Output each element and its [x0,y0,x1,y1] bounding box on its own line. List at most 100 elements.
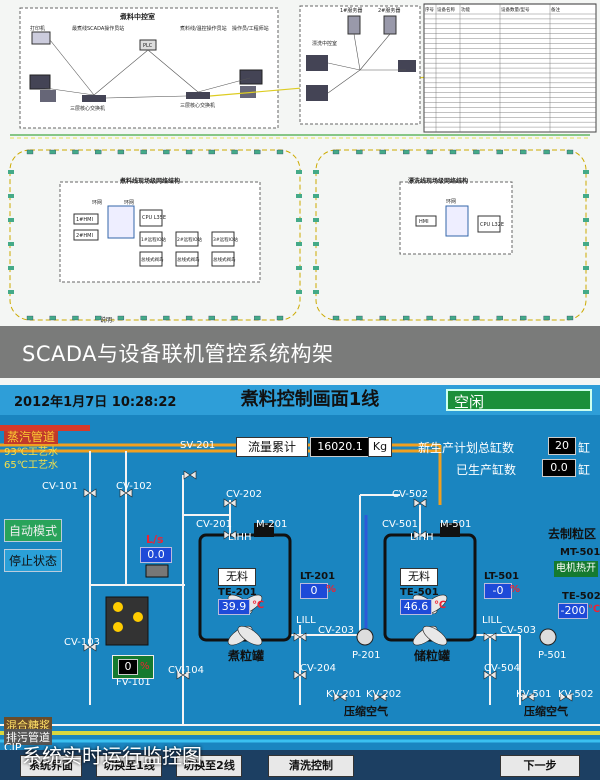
field-device-icon [8,218,14,222]
system-interface-button[interactable]: 系统界面 [20,755,82,777]
valve-cv504-label: CV-504 [484,663,520,674]
field-device-icon [185,315,193,321]
table-header: 功能 [461,6,470,13]
lill-201-label: LILL [296,615,316,626]
field-device-icon [583,170,589,174]
auto-mode-button[interactable]: 自动模式 [4,519,63,542]
valve-sv201-label: SV-201 [180,440,216,451]
op-station-label: 煮料线/温控操作员站 [180,25,227,32]
io2-box [175,231,199,247]
flow-total-label: 流量累计 [236,437,308,457]
field-device-icon [208,149,215,155]
field-device-icon [26,315,34,321]
field-device-icon [231,149,238,155]
ratio-unit: % [140,661,150,672]
ring-switch-icon [445,205,469,237]
compressed-air-2: 压缩空气 [524,705,568,718]
right-field-title: 漂洗线现场级网络结构 [408,177,468,185]
field-device-icon [185,149,193,155]
io3-box [211,231,235,247]
compressed-air-1: 压缩空气 [344,705,388,718]
valve-cv203-label: CV-203 [318,625,354,636]
te201-unit: ℃ [252,600,265,611]
valve-kv502-label: KV-502 [558,689,594,700]
cpu-right-label: CPU L32E [480,222,504,228]
valve-icon [183,470,197,480]
server-icon [347,15,361,35]
next-step-button[interactable]: 下一步 [500,755,580,777]
tank201-name: 煮粒罐 [228,649,265,663]
valve-kv202-label: KV-202 [366,689,402,700]
valve-cv101-label: CV-101 [42,481,78,492]
hmi2-box [73,229,99,241]
hmi2-label: 2#HMI [76,233,93,239]
te501-value: 46.6 [400,599,432,615]
new-plan-value: 20 [548,437,576,455]
valve-icon [293,670,307,680]
monitor-icon [239,69,263,85]
field-device-icon [8,194,14,198]
field-device-icon [95,149,102,155]
valve-cv502-label: CV-502 [392,489,428,500]
server2-label: 2#服务器 [378,7,400,14]
valve-icon [373,692,387,702]
pump-p201-label: P-201 [352,650,381,661]
field-device-icon [8,170,14,174]
field-device-icon [583,266,589,270]
field-device-icon [473,149,480,155]
valve-icon [413,530,427,540]
te502-value: -200 [558,603,588,619]
motor-m501-label: M-501 [440,519,472,530]
hmi-box [415,215,437,227]
field-device-icon [8,290,14,294]
field-device-icon [426,149,433,155]
pump-201-icon [356,628,374,646]
printer-label: 打印机 [30,25,45,32]
date-time: 2012年1月7日 10:28:22 [14,395,177,410]
note-label: 说明: [100,316,114,324]
ring-label: 环网 [124,200,134,206]
io3-label: 3#远程IO站 [213,236,239,243]
valve-cv103-label: CV-103 [64,637,100,648]
lt501-label: LT-501 [484,571,520,582]
stop-state-button[interactable]: 停止状态 [4,549,63,572]
field-device-icon [117,315,125,321]
field-device-icon [313,242,319,246]
field-device-icon [72,315,79,321]
water-93-label: 93℃工艺水 [4,447,58,458]
table-header: 序号 [425,6,434,13]
switch-line2-button[interactable]: 切换至2线 [176,755,242,777]
lt501-value: -0 [484,583,512,599]
valve-icon [176,670,190,680]
switch-line1-button[interactable]: 切换至1线 [96,755,162,777]
field-device-icon [473,315,480,321]
motor-501-icon [440,523,460,537]
valve-island-label: 总线式阀岛 [177,256,200,263]
pump-501-icon [539,628,557,646]
metering-unit [105,596,149,646]
cpu-right-box [477,215,501,233]
printer-icon [31,31,51,45]
field-device-icon [8,266,14,270]
field-device-icon [449,315,457,321]
field-device-icon [208,315,215,321]
meter-2-icon [113,622,123,632]
valve-island-box [211,251,235,267]
valve-icon [119,488,133,498]
field-device-icon [296,290,302,294]
field-device-icon [543,149,550,155]
field-device-icon [313,266,319,270]
server-icon [383,15,397,35]
valve-kv501-label: KV-501 [516,689,552,700]
field-device-icon [403,315,410,321]
field-device-icon [566,315,574,321]
core-switch-left-label: 三层核心交换机 [70,105,105,112]
architecture-caption-text: SCADA与设备联机管控系统构架 [22,342,334,366]
field-device-icon [26,149,34,155]
valve-cv201-label: CV-201 [196,519,232,530]
valve-icon [83,488,97,498]
field-device-icon [8,242,14,246]
field-device-icon [566,149,574,155]
hmi1-label: 1#HMI [76,217,93,223]
cleaning-control-button[interactable]: 清洗控制 [268,755,354,777]
